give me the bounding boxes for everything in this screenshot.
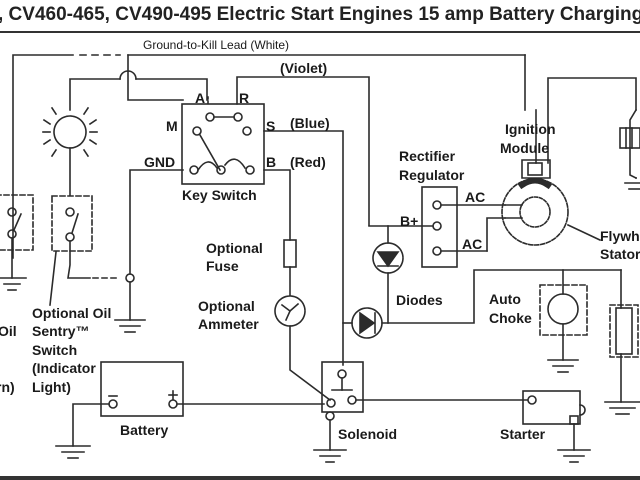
indicator-light-wire xyxy=(69,70,208,111)
rectifier-label-2: Regulator xyxy=(399,167,465,183)
blue-label: (Blue) xyxy=(290,115,330,131)
optional-fuse-label-2: Fuse xyxy=(206,258,239,274)
oil-sentry-label-4: (Indicator xyxy=(32,360,96,376)
left-oil-label: Oil xyxy=(0,323,17,339)
title-divider xyxy=(0,31,640,33)
key-switch xyxy=(181,96,265,185)
flywheel-stator xyxy=(501,177,602,246)
optional-ammeter-label-1: Optional xyxy=(198,298,255,314)
blue-wire xyxy=(263,130,344,366)
diode-lower xyxy=(342,269,622,339)
oil-sentry-label-3: Switch xyxy=(32,342,78,358)
stator-label: Stator xyxy=(600,246,640,262)
terminal-m-label: M xyxy=(166,118,178,134)
solenoid xyxy=(313,361,528,463)
diodes-label: Diodes xyxy=(396,292,443,308)
indicator-light-icon xyxy=(42,106,98,196)
starter-label: Starter xyxy=(500,426,546,442)
b-plus-label: B+ xyxy=(400,213,419,229)
solenoid-label: Solenoid xyxy=(338,426,398,442)
oil-sentry-label-2: Sentry™ xyxy=(32,323,90,339)
terminal-b-label: B xyxy=(266,154,277,170)
diode-upper xyxy=(372,225,404,324)
red-label: (Red) xyxy=(290,154,326,170)
terminal-gnd-label: GND xyxy=(144,154,176,170)
ignition-label-2: Module xyxy=(500,140,549,156)
terminal-r-label: R xyxy=(239,90,250,106)
title-bar: , CV460-465, CV490-495 Electric Start En… xyxy=(0,0,640,36)
violet-wire xyxy=(236,76,370,226)
oil-sentry-label-5: Light) xyxy=(32,379,71,395)
left-oil-switch xyxy=(0,194,34,291)
optional-ammeter-label-2: Ammeter xyxy=(198,316,259,332)
violet-label: (Violet) xyxy=(280,60,328,76)
ground-to-kill-wire xyxy=(12,54,526,259)
flywheel-label: Flywh xyxy=(600,228,640,244)
ground-to-kill-label: Ground-to-Kill Lead (White) xyxy=(143,38,290,52)
terminal-a-label: A xyxy=(195,90,206,106)
rectifier-label-1: Rectifier xyxy=(399,148,456,164)
oil-sentry-switch xyxy=(49,195,135,306)
oil-sentry-label-1: Optional Oil xyxy=(32,305,112,321)
rectifier-regulator xyxy=(368,186,506,268)
battery-label: Battery xyxy=(120,422,169,438)
left-rn-label: rn) xyxy=(0,379,15,395)
ignition-module xyxy=(521,77,637,179)
terminal-s-label: S xyxy=(266,118,276,134)
ac-top-label: AC xyxy=(465,189,486,205)
bottom-divider xyxy=(0,476,640,480)
diagram-title: , CV460-465, CV490-495 Electric Start En… xyxy=(0,4,640,25)
red-wire xyxy=(263,169,332,402)
key-switch-label: Key Switch xyxy=(182,187,257,203)
key-switch-ground-wire xyxy=(114,169,184,333)
battery xyxy=(55,361,325,459)
optional-fuse-label-1: Optional xyxy=(206,240,263,256)
spark-plug xyxy=(619,108,640,190)
auto-choke-label-2: Choke xyxy=(489,310,532,326)
ignition-label-1: Ignition xyxy=(505,121,556,137)
auto-choke-label-1: Auto xyxy=(489,291,521,307)
starter xyxy=(522,390,591,463)
ac-bottom-label: AC xyxy=(462,236,483,252)
auto-choke xyxy=(539,269,588,373)
right-resistor xyxy=(604,269,640,415)
